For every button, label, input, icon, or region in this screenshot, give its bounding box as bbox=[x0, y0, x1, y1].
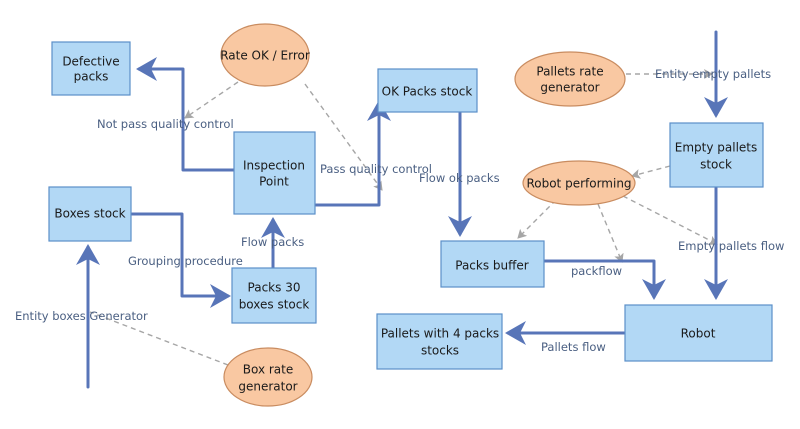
robot-performing-node[interactable]: Robot performing bbox=[522, 160, 636, 206]
pallets-flow-label: Pallets flow bbox=[541, 340, 606, 354]
info-link-rate-to-defective bbox=[184, 81, 239, 119]
info-link-robotperf-to-buffer bbox=[517, 199, 557, 239]
flow-inspection-to-defective bbox=[136, 57, 236, 172]
inspection-point-node[interactable]: Inspection Point bbox=[233, 131, 316, 215]
pallets-4-packs-label-line1: Pallets with 4 packs bbox=[381, 327, 499, 341]
robot-node[interactable]: Robot bbox=[624, 304, 773, 362]
pallets-rate-label-line2: generator bbox=[540, 81, 599, 95]
not-pass-quality-label: Not pass quality control bbox=[97, 117, 234, 131]
boxes-stock-label: Boxes stock bbox=[54, 207, 125, 221]
rate-ok-error-node[interactable]: Rate OK / Error bbox=[220, 23, 310, 87]
flow-inspection-to-ok bbox=[314, 100, 391, 207]
pallets-rate-label-line1: Pallets rate bbox=[536, 65, 603, 79]
empty-pallets-flow-label: Empty pallets flow bbox=[678, 239, 784, 253]
box-rate-generator-node[interactable]: Box rate generator bbox=[223, 347, 313, 407]
packs-30-boxes-stock-node[interactable]: Packs 30 boxes stock bbox=[231, 267, 317, 324]
inspection-point-label-line2: Point bbox=[259, 175, 289, 189]
inspection-point-label-line1: Inspection bbox=[243, 159, 305, 173]
robot-label: Robot bbox=[681, 327, 716, 341]
grouping-procedure-label: Grouping procedure bbox=[128, 254, 243, 268]
rate-ok-error-label: Rate OK / Error bbox=[220, 49, 310, 63]
packs-30-label-line2: boxes stock bbox=[239, 298, 310, 312]
empty-pallets-stock-node[interactable]: Empty pallets stock bbox=[669, 122, 764, 188]
robot-performing-label: Robot performing bbox=[526, 177, 631, 191]
info-link-boxgen-to-entity bbox=[89, 311, 229, 366]
pallets-4-packs-label-line2: stocks bbox=[421, 344, 459, 358]
pass-quality-label: Pass quality control bbox=[320, 162, 432, 176]
flow-packs-label: Flow packs bbox=[241, 235, 304, 249]
info-link-robotperf-to-emptyflow bbox=[622, 195, 718, 245]
pallets-with-4-packs-node[interactable]: Pallets with 4 packs stocks bbox=[376, 313, 503, 370]
packs-30-label-line1: Packs 30 bbox=[248, 281, 301, 295]
ok-packs-stock-label: OK Packs stock bbox=[382, 85, 473, 99]
flow-ok-packs-label: Flow ok packs bbox=[419, 171, 500, 185]
ok-packs-stock-node[interactable]: OK Packs stock bbox=[377, 68, 478, 113]
pallets-rate-generator-node[interactable]: Pallets rate generator bbox=[514, 51, 626, 107]
box-rate-label-line2: generator bbox=[238, 380, 297, 394]
empty-pallets-label-line2: stock bbox=[700, 158, 732, 172]
defective-packs-label-line2: packs bbox=[74, 70, 109, 84]
flow-buffer-to-robot bbox=[543, 259, 666, 300]
packs-buffer-node[interactable]: Packs buffer bbox=[440, 240, 545, 288]
empty-pallets-label-line1: Empty pallets bbox=[675, 141, 758, 155]
info-link-robotperf-to-packflow bbox=[597, 203, 624, 263]
info-link-rate-to-ok bbox=[304, 83, 383, 191]
entity-empty-pallets-label: Entity empty pallets bbox=[655, 67, 771, 81]
flow-boxes-to-packs30 bbox=[130, 212, 231, 308]
packs-buffer-label: Packs buffer bbox=[455, 259, 529, 273]
packflow-label: packflow bbox=[571, 264, 622, 278]
defective-packs-label-line1: Defective bbox=[62, 55, 119, 69]
info-link-empty-to-robotperf bbox=[631, 165, 671, 179]
entity-boxes-generator-label: Entity boxes Generator bbox=[15, 309, 148, 323]
box-rate-label-line1: Box rate bbox=[243, 363, 294, 377]
defective-packs-node[interactable]: Defective packs bbox=[51, 41, 131, 96]
boxes-stock-node[interactable]: Boxes stock bbox=[48, 186, 132, 242]
